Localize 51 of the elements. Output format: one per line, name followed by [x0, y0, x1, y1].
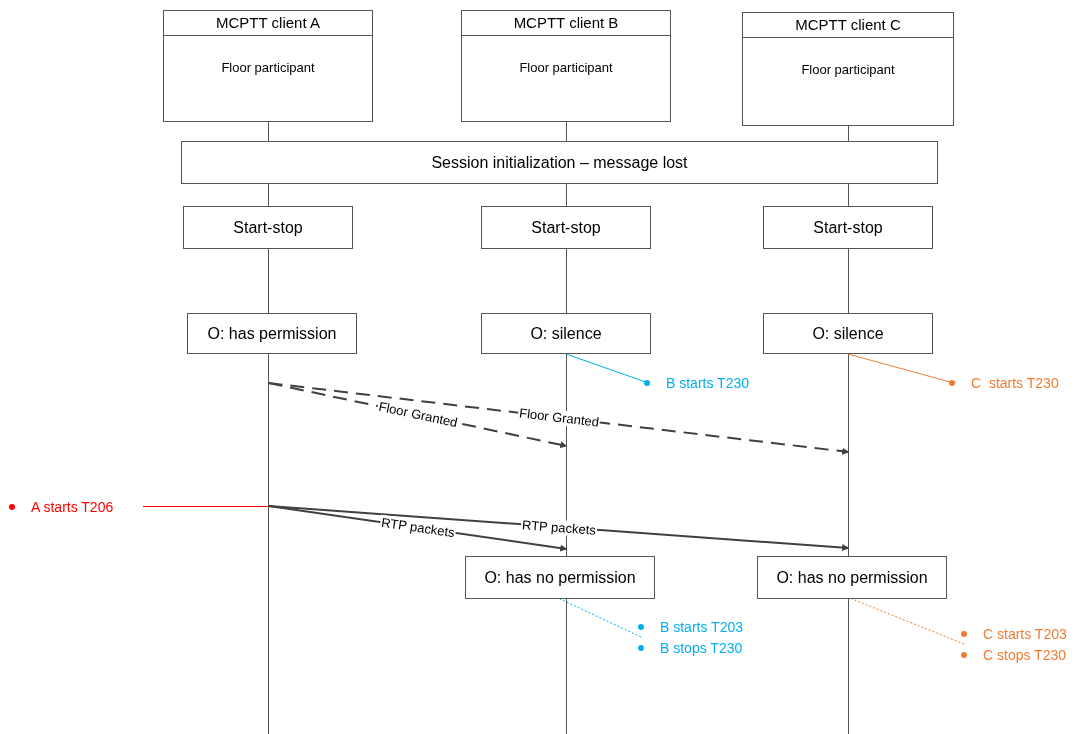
state-box	[465, 556, 655, 599]
lifeline	[848, 354, 849, 556]
state-box	[181, 141, 938, 184]
timer-label: C starts T230	[971, 374, 1059, 391]
timer-label: A starts T206	[31, 498, 114, 515]
state-label: Session initialization – message lost	[431, 153, 688, 172]
participant-box	[461, 10, 671, 122]
leader-line	[851, 598, 965, 645]
lifeline-segment	[566, 248, 567, 314]
participant-role: Floor participant	[518, 60, 614, 75]
state-label: O: has permission	[207, 324, 337, 343]
message-arrow	[267, 382, 850, 455]
state-label: O: silence	[812, 324, 884, 343]
state-box	[757, 556, 947, 599]
state-box	[763, 206, 933, 249]
lifeline-segment	[848, 125, 849, 142]
state-label: Start-stop	[813, 218, 883, 237]
state-label: O: has no permission	[776, 568, 928, 587]
lifeline-segment	[566, 121, 567, 142]
participant-box	[163, 10, 373, 122]
lifeline-segment	[268, 183, 269, 207]
edge-label: Floor Granted	[516, 405, 601, 430]
lifeline-segment	[268, 248, 269, 314]
participant-name: MCPTT client A	[164, 11, 372, 36]
participant-name: MCPTT client B	[462, 11, 670, 36]
state-label: Start-stop	[531, 218, 601, 237]
timer-label: C stops T230	[983, 646, 1066, 663]
leader-line	[559, 598, 642, 638]
participant-name: MCPTT client C	[743, 13, 953, 38]
state-box	[481, 206, 651, 249]
state-label: O: has no permission	[484, 568, 636, 587]
state-label: O: silence	[530, 324, 602, 343]
lifeline-segment	[848, 248, 849, 314]
timer-label: B stops T230	[660, 639, 743, 656]
participant-role: Floor participant	[800, 62, 896, 77]
lifeline	[566, 354, 567, 556]
state-box	[183, 206, 353, 249]
lifeline-segment	[566, 183, 567, 207]
lifeline-segment	[848, 183, 849, 207]
lifeline-segment	[268, 121, 269, 142]
state-box	[187, 313, 357, 354]
lifeline	[268, 354, 269, 734]
timer-label: B starts T203	[660, 618, 743, 635]
timer-label: C starts T203	[983, 625, 1067, 642]
leader-line	[142, 506, 269, 507]
participant-box	[742, 12, 954, 126]
state-box	[481, 313, 651, 354]
state-label: Start-stop	[233, 218, 303, 237]
state-box	[763, 313, 933, 354]
participant-role: Floor participant	[220, 60, 316, 75]
timer-label: B starts T230	[666, 374, 749, 391]
